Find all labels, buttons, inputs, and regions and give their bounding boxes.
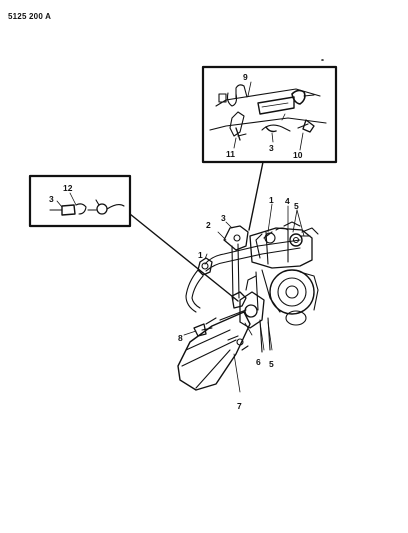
callout-9: 9 <box>243 72 248 82</box>
callout-11: 11 <box>226 149 235 159</box>
callout-1-left: 1 <box>198 250 203 260</box>
callout-labels: 9 11 3 10 12 3 1 4 5 3 2 1 8 6 5 7 <box>49 72 303 411</box>
left-inset-connector <box>129 213 239 302</box>
detail-inset-upper <box>201 65 338 164</box>
callout-3-upper-inset: 3 <box>269 143 274 153</box>
left-inset-parts <box>49 199 125 216</box>
callout-8: 8 <box>178 333 183 343</box>
callout-3-main: 3 <box>221 213 226 223</box>
callout-5-upper: 5 <box>294 201 299 211</box>
callout-5-lower: 5 <box>269 359 274 369</box>
document-code: 5125 200 A <box>8 12 52 21</box>
upper-inset-leaders <box>233 81 304 151</box>
main-leaders <box>183 203 305 393</box>
callout-1-right: 1 <box>269 195 274 205</box>
callout-2: 2 <box>206 220 211 230</box>
callout-6: 6 <box>256 357 261 367</box>
upper-inset-parts <box>209 84 327 141</box>
callout-10: 10 <box>293 150 303 160</box>
callout-4: 4 <box>285 196 290 206</box>
main-engine-assembly <box>177 221 319 391</box>
callout-7: 7 <box>237 401 242 411</box>
callout-3-left-inset: 3 <box>49 194 54 204</box>
left-inset-leaders <box>56 192 77 208</box>
upper-inset-connector <box>248 161 264 231</box>
callout-12: 12 <box>63 183 73 193</box>
detail-inset-left <box>28 174 132 228</box>
